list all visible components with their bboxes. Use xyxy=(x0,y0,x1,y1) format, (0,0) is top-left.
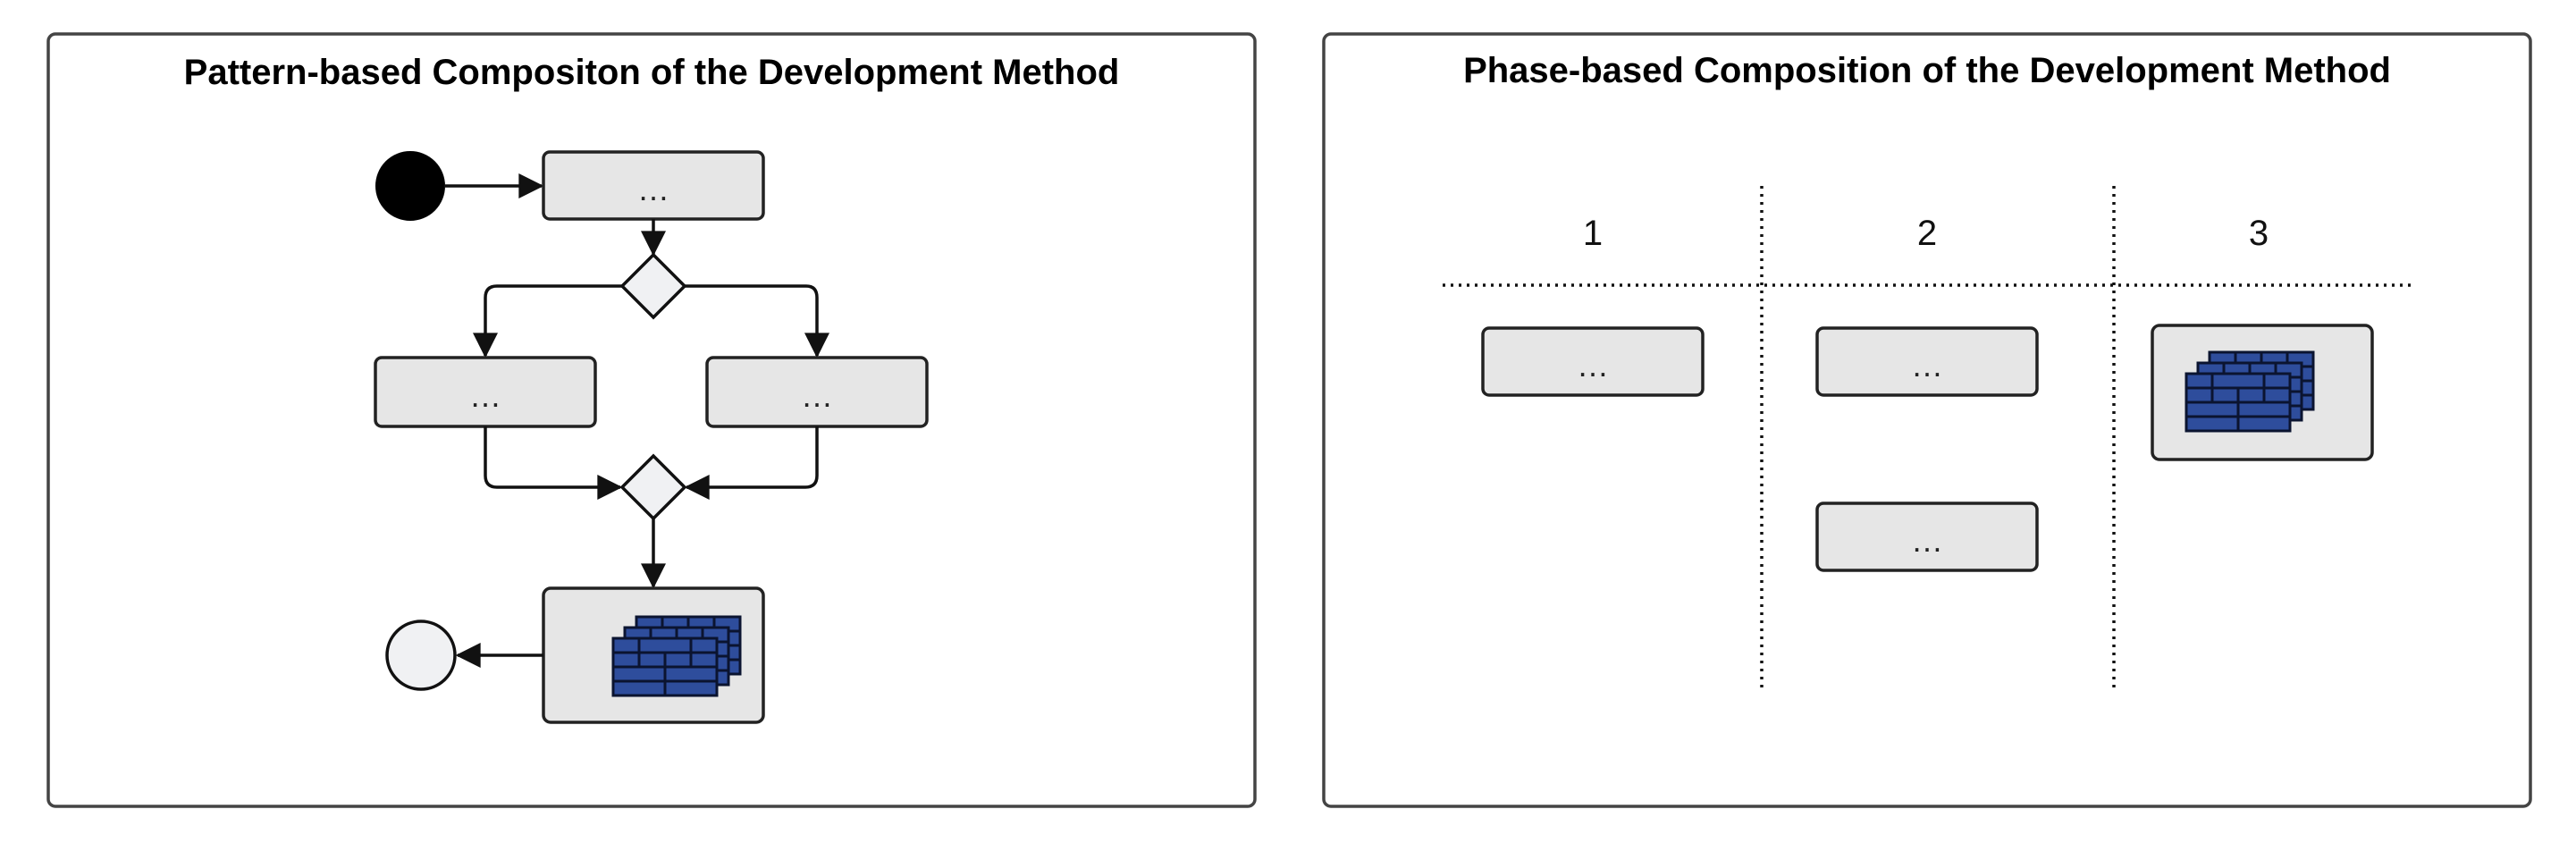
left-panel-title: Pattern-based Compositon of the Developm… xyxy=(184,53,1120,92)
top-activity-label: … xyxy=(637,171,669,207)
left-panel-frame xyxy=(46,32,1257,808)
phase2-activity-a-label: … xyxy=(1911,347,1943,384)
right-panel-frame xyxy=(1322,32,2532,808)
edge-right-to-merge xyxy=(684,426,819,500)
building-blocks-icon xyxy=(611,615,742,697)
phase1-activity[interactable]: … xyxy=(1481,326,1705,397)
left-activity-label: … xyxy=(469,377,501,414)
right-panel: Phase-based Composition of the Developme… xyxy=(1322,32,2532,808)
phase2-activity-a[interactable]: … xyxy=(1815,326,2039,397)
edge-split-to-left xyxy=(473,284,622,358)
top-activity[interactable]: … xyxy=(542,150,765,221)
edge-split-to-right xyxy=(685,284,829,358)
split-decision-icon xyxy=(619,252,687,320)
building-blocks-icon xyxy=(2185,350,2315,433)
phase2-activity-b-label: … xyxy=(1911,522,1943,559)
phase1-activity-label: … xyxy=(1577,347,1609,384)
right-activity-label: … xyxy=(801,377,833,414)
right-panel-title: Phase-based Composition of the Developme… xyxy=(1463,51,2391,90)
start-node-icon xyxy=(375,151,445,221)
right-activity[interactable]: … xyxy=(705,356,929,428)
left-activity[interactable]: … xyxy=(374,356,597,428)
phase3-activity[interactable] xyxy=(2151,324,2374,461)
phase-1-label: 1 xyxy=(1583,214,1603,253)
phase2-activity-b[interactable]: … xyxy=(1815,502,2039,572)
bottom-activity[interactable] xyxy=(542,586,765,724)
phase-3-label: 3 xyxy=(2249,214,2269,253)
phase-2-label: 2 xyxy=(1917,214,1937,253)
end-node-icon xyxy=(385,620,457,691)
edge-left-to-merge xyxy=(484,426,623,500)
left-panel: Pattern-based Compositon of the Developm… xyxy=(46,32,1257,808)
